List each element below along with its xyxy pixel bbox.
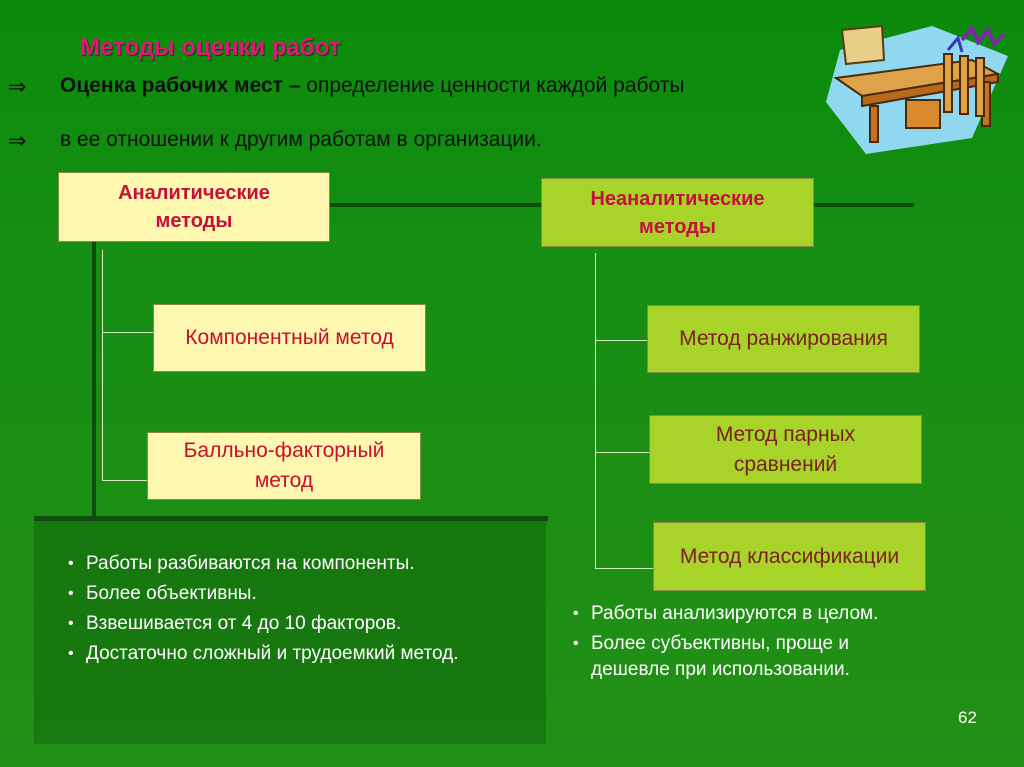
- non-analytical-note: Работы анализируются в целом.: [569, 601, 929, 627]
- analytical-connector-vertical: [102, 250, 103, 480]
- non-analytical-connector-2: [595, 452, 649, 453]
- desk-clipart-icon: [822, 20, 1012, 160]
- non-analytical-connector-3: [595, 568, 653, 569]
- analytical-connector-1: [102, 332, 154, 333]
- ranking-method-box: Метод ранжирования: [647, 305, 920, 373]
- component-method-box: Компонентный метод: [153, 304, 426, 372]
- page-number: 62: [958, 708, 977, 728]
- point-factor-method-label: Балльно-факторный метод: [164, 436, 404, 496]
- arrow-icon: ⇒: [8, 74, 26, 100]
- paired-comparison-method-box: Метод парных сравнений: [649, 415, 922, 484]
- classification-method-label: Метод классификации: [680, 542, 899, 572]
- analytical-methods-header: Аналитические методы: [58, 172, 330, 242]
- analytical-note: Работы разбиваются на компоненты.: [64, 551, 484, 577]
- non-analytical-notes-list: Работы анализируются в целом. Более субъ…: [569, 601, 929, 687]
- left-panel-rule: [34, 516, 548, 521]
- analytical-note: Достаточно сложный и трудоемкий метод.: [64, 641, 484, 667]
- definition-line: Оценка рабочих мест – определение ценнос…: [60, 74, 684, 98]
- non-analytical-connector-1: [595, 340, 647, 341]
- analytical-note: Взвешивается от 4 до 10 факторов.: [64, 611, 484, 637]
- analytical-notes-list: Работы разбиваются на компоненты. Более …: [64, 551, 484, 671]
- definition-term: Оценка рабочих мест –: [60, 74, 300, 97]
- slide-title: Методы оценки работ: [80, 34, 341, 62]
- analytical-methods-title: Аналитические методы: [94, 179, 294, 235]
- left-vertical-rule: [92, 240, 96, 518]
- paired-comparison-method-label: Метод парных сравнений: [686, 420, 886, 480]
- non-analytical-methods-header: Неаналитические методы: [541, 178, 814, 247]
- analytical-connector-2: [102, 480, 148, 481]
- non-analytical-methods-title: Неаналитические методы: [578, 185, 778, 241]
- component-method-label: Компонентный метод: [185, 323, 393, 353]
- definition-text: определение ценности каждой работы: [300, 74, 684, 97]
- point-factor-method-box: Балльно-факторный метод: [147, 432, 421, 500]
- arrow-icon: ⇒: [8, 128, 26, 154]
- non-analytical-note: Более субъективны, проще и дешевле при и…: [569, 631, 929, 683]
- analytical-note: Более объективны.: [64, 581, 484, 607]
- definition-continuation: в ее отношении к другим работам в органи…: [60, 128, 542, 152]
- classification-method-box: Метод классификации: [653, 522, 926, 591]
- ranking-method-label: Метод ранжирования: [679, 324, 888, 354]
- non-analytical-connector-vertical: [595, 253, 596, 568]
